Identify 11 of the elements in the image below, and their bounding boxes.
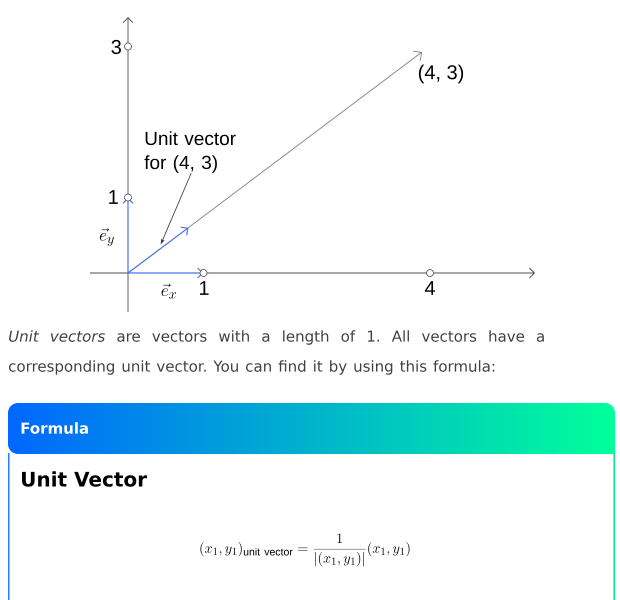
tick-label: 4	[424, 281, 435, 295]
annotation-text: Unit vector for (4, 3)	[144, 131, 236, 173]
formula-card: Formula Unit Vector $(x_1, y_1)_{\mathrm{unit\ vector}} = \frac{1}{|(x_1, y_1)|}(x_1, y_1)$	[8, 422, 615, 600]
tick-label: 1	[200, 281, 209, 295]
tick-label: 3	[111, 40, 121, 54]
vector-label: $\vec{e}_x$	[162, 284, 176, 299]
unit-vector-arrow	[128, 226, 188, 274]
point-label: (4, 3)	[418, 64, 464, 84]
tick-label: 1	[109, 190, 118, 204]
paragraph: Unit vectors are vectors with a length of 1. All vectors have a corresponding unit vector. You can find it by using this formula:	[9, 330, 544, 375]
vector-label: $\vec{e}_y$	[100, 228, 114, 246]
